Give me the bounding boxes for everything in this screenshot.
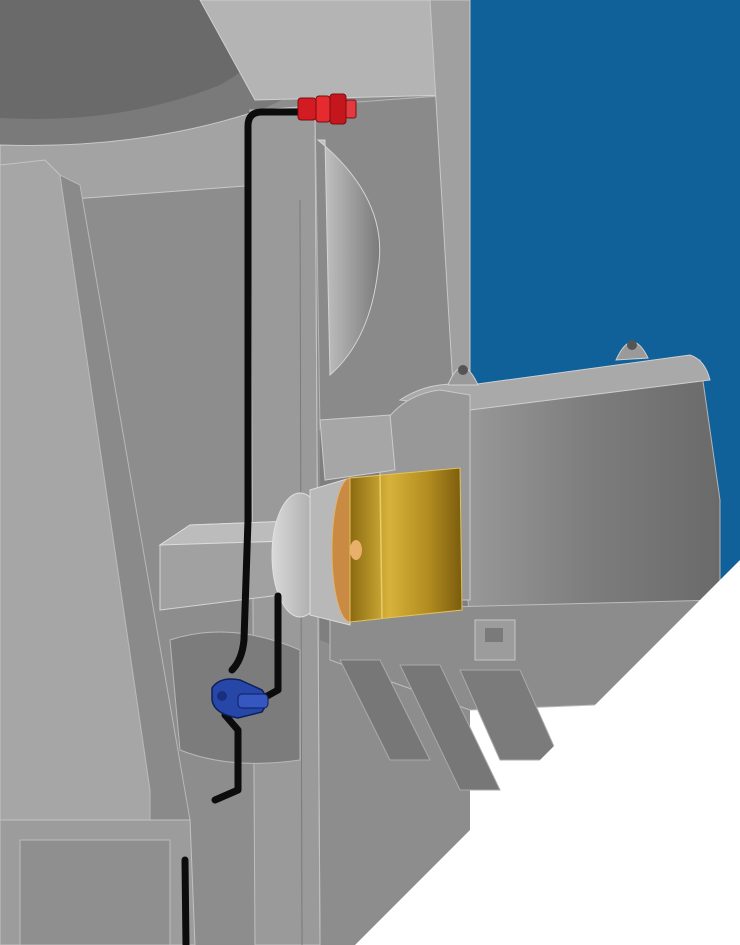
bearing-hole	[316, 139, 381, 377]
motor-housing	[319, 340, 721, 791]
red-fitting-icon	[297, 93, 357, 125]
lifting-eye-left	[447, 365, 479, 386]
white-corner	[355, 560, 740, 945]
blue-valve-icon	[211, 678, 269, 719]
lifting-eye-right	[615, 340, 649, 361]
shaft-coupling	[271, 467, 463, 626]
